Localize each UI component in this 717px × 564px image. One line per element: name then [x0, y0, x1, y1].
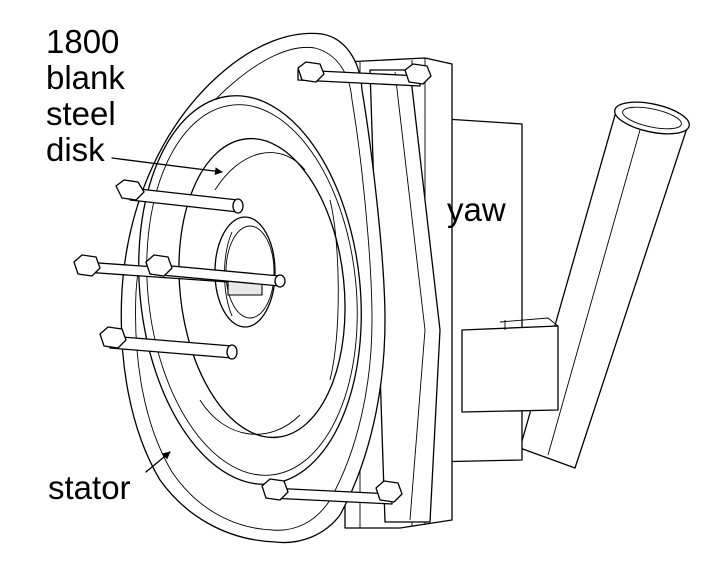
stator-arrow	[145, 451, 171, 473]
nuts	[73, 61, 432, 503]
disk-arrow	[111, 157, 223, 175]
disk-label: 1800 blank steel disk	[46, 24, 125, 168]
disk-label-line: 1800	[46, 23, 120, 60]
yaw-label: yaw	[447, 191, 506, 228]
stator-label: stator	[48, 469, 131, 506]
disk-label-line: steel	[46, 95, 116, 132]
yaw-block	[429, 117, 559, 463]
disk-label-line: blank	[46, 59, 125, 96]
leader-arrows	[111, 157, 223, 473]
tail-tube	[519, 101, 690, 469]
rear-spacer	[369, 69, 441, 523]
disk-label-line: disk	[46, 131, 105, 168]
